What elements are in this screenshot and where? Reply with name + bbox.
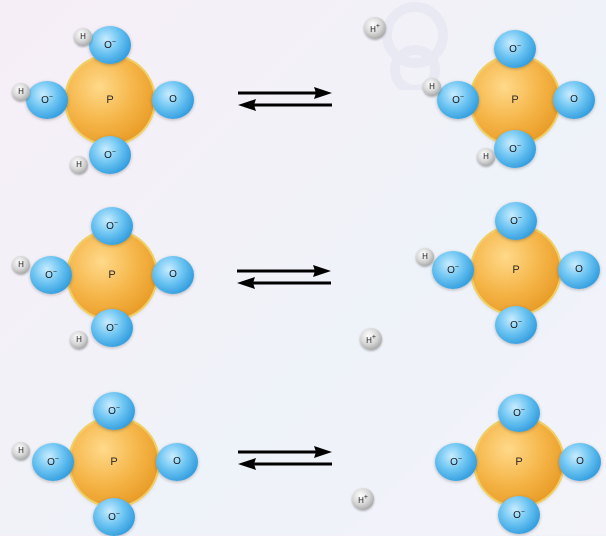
oxygen-atom-bottom: O−: [93, 498, 135, 536]
hydrogen-atom-left: H: [12, 442, 30, 460]
oxygen-atom-top: O−: [91, 207, 133, 245]
oxygen-atom-left: O−: [30, 256, 72, 294]
oxygen-atom-bottom: O−: [495, 306, 537, 344]
background-watermark: [382, 2, 448, 90]
oxygen-atom-bottom: O−: [91, 309, 133, 347]
oxygen-atom-top: O−: [498, 394, 540, 432]
oxygen-atom-left: O−: [437, 81, 479, 119]
hydrogen-atom-top: H: [74, 28, 92, 46]
hydrogen-atom-left: H: [423, 78, 441, 96]
hydrogen-atom-left: H: [12, 256, 30, 274]
phosphorus-atom: P: [66, 56, 154, 144]
free-proton-row2: H+: [360, 328, 382, 350]
hydrogen-atom-left: H: [12, 83, 30, 101]
phosphorus-atom: P: [472, 226, 560, 314]
oxygen-atom-right: O: [152, 81, 194, 119]
oxygen-atom-left: O−: [26, 81, 68, 119]
hydrogen-atom-bottom: H: [70, 331, 88, 349]
phosphorus-atom: P: [70, 418, 158, 506]
oxygen-atom-right: O: [558, 251, 600, 289]
oxygen-atom-bottom: O−: [494, 130, 536, 168]
oxygen-atom-left: O−: [435, 443, 477, 481]
oxygen-atom-right: O: [156, 443, 198, 481]
phosphorus-atom: P: [68, 231, 156, 319]
oxygen-atom-left: O−: [432, 251, 474, 289]
free-proton-row1: H+: [364, 17, 386, 39]
oxygen-atom-bottom: O−: [498, 496, 540, 534]
oxygen-atom-top: O−: [89, 26, 131, 64]
oxygen-atom-right: O: [553, 81, 595, 119]
oxygen-atom-bottom: O−: [89, 136, 131, 174]
oxygen-atom-right: O: [559, 443, 601, 481]
free-proton-row3: H+: [352, 488, 374, 510]
hydrogen-atom-left: H: [416, 248, 434, 266]
oxygen-atom-left: O−: [32, 443, 74, 481]
equilibrium-arrow-row1: [238, 87, 332, 111]
oxygen-atom-top: O−: [494, 30, 536, 68]
oxygen-atom-top: O−: [93, 392, 135, 430]
oxygen-atom-right: O: [152, 256, 194, 294]
phosphorus-atom: P: [471, 56, 559, 144]
equilibrium-arrow-row2: [237, 265, 331, 289]
hydrogen-atom-bottom: H: [70, 156, 88, 174]
hydrogen-atom-bottom: H: [477, 148, 495, 166]
equilibrium-arrow-row3: [238, 446, 332, 470]
oxygen-atom-top: O−: [495, 202, 537, 240]
phosphorus-atom: P: [475, 418, 563, 506]
